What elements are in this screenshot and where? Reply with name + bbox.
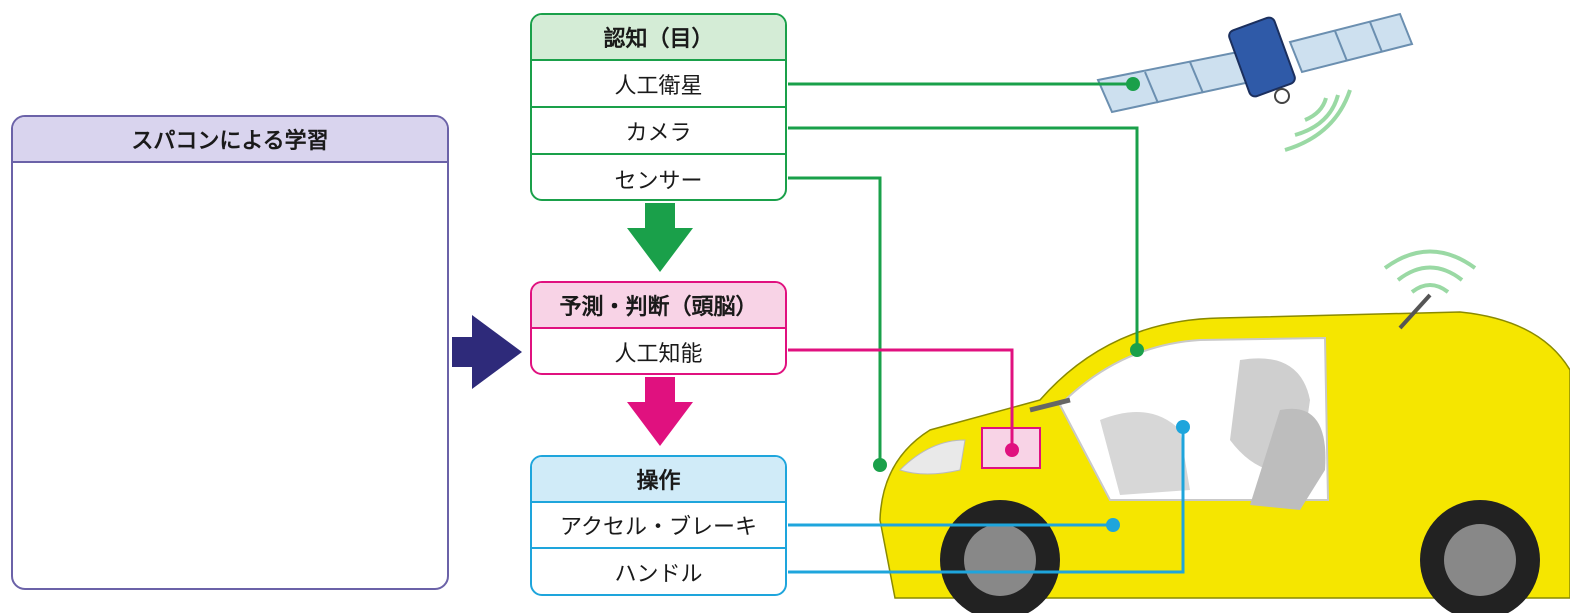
recognition-box: 認知（目） 人工衛星 カメラ センサー xyxy=(530,13,787,201)
operation-item-steering: ハンドル xyxy=(614,562,703,587)
connector-sensor xyxy=(788,176,882,465)
connector-camera xyxy=(788,126,1139,350)
operation-title: 操作 xyxy=(532,457,785,503)
wireless-signal-icon xyxy=(1284,89,1477,294)
operation-item-accel-brake: アクセル・ブレーキ xyxy=(532,503,785,549)
learning-title: スパコンによる学習 xyxy=(13,117,447,163)
prediction-title: 予測・判断（頭脳） xyxy=(532,283,785,329)
prediction-box: 予測・判断（頭脳） 人工知能 xyxy=(530,281,787,375)
arrow-recognition-to-prediction xyxy=(627,203,693,272)
arrow-prediction-to-operation xyxy=(627,377,693,446)
satellite-icon xyxy=(1096,12,1414,114)
connector-ai xyxy=(788,348,1014,450)
operation-box: 操作 アクセル・ブレーキ ハンドル xyxy=(530,455,787,596)
learning-panel: スパコンによる学習 xyxy=(11,115,449,590)
arrow-learning-to-prediction xyxy=(452,315,522,389)
recognition-title: 認知（目） xyxy=(532,15,785,61)
prediction-item-ai: 人工知能 xyxy=(614,342,703,367)
recognition-item-satellite: 人工衛星 xyxy=(532,61,785,108)
connector-steering xyxy=(788,427,1185,574)
car-illustration xyxy=(879,293,1570,613)
recognition-item-camera: カメラ xyxy=(532,108,785,155)
recognition-item-sensor: センサー xyxy=(614,168,703,194)
